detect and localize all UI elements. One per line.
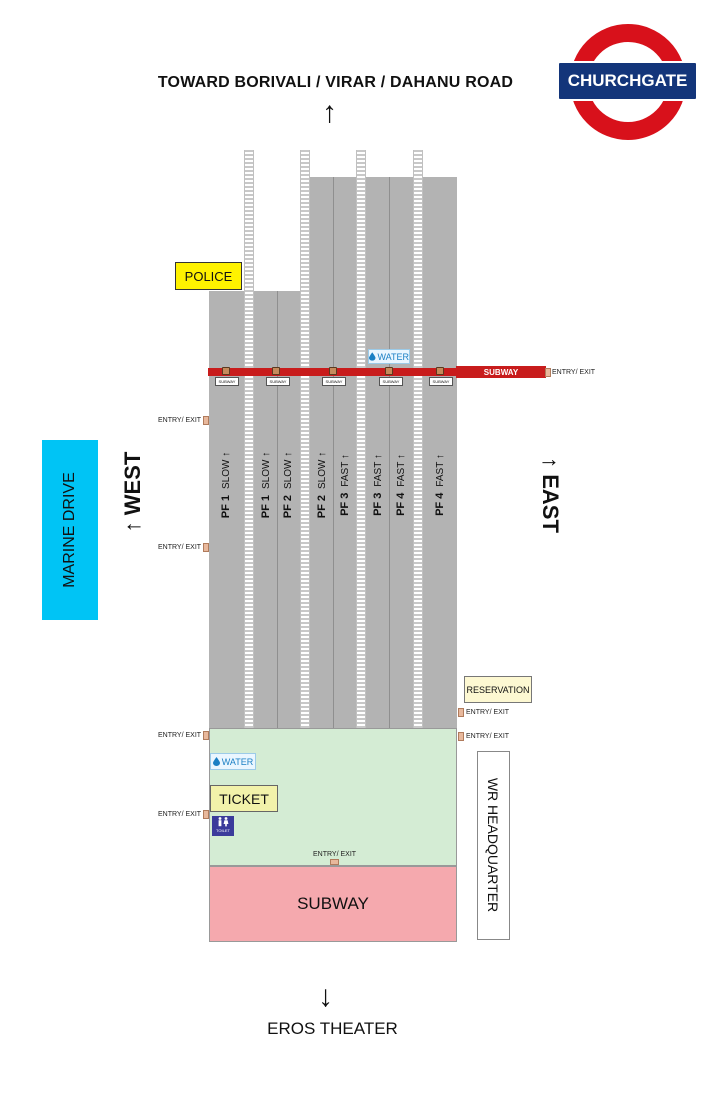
platform-label: PF 1SLOW ↑: [260, 451, 272, 519]
west-direction-label: ↑ WEST: [120, 451, 145, 533]
platform-divider: [333, 177, 334, 728]
subway-stair-tag: SUBWAY: [215, 377, 239, 386]
person-icon: [272, 367, 280, 375]
east-direction-label: ↑ EAST: [538, 457, 563, 533]
toilet: TOILET: [212, 816, 234, 836]
platform-east-pf4: [423, 177, 457, 728]
platform-west-pf1: [209, 291, 244, 728]
up-arrow-icon: ↑: [322, 96, 337, 129]
down-arrow-icon: ↓: [318, 980, 333, 1013]
wr-headquarter-box: [477, 751, 510, 940]
subway-stair-tag: SUBWAY: [266, 377, 290, 386]
platform-label: PF 2SLOW ↑: [282, 451, 294, 519]
platform-divider: [277, 291, 278, 728]
door-icon: [458, 732, 464, 741]
door-icon: [545, 368, 551, 377]
entry-exit-label: ENTRY/ EXIT: [552, 369, 596, 376]
subway-stair-tag: SUBWAY: [429, 377, 453, 386]
person-icon: [385, 367, 393, 375]
track-3: [356, 150, 366, 728]
entry-exit-label: ENTRY/ EXIT: [158, 544, 202, 551]
person-icon: [329, 367, 337, 375]
entry-exit-label: ENTRY/ EXIT: [466, 733, 510, 740]
reservation-office: RESERVATION: [464, 676, 532, 703]
platform-label: PF 2SLOW ↑: [316, 451, 328, 519]
north-direction-label: TOWARD BORIVALI / VIRAR / DAHANU ROAD: [157, 74, 514, 91]
toilet-label: TOILET: [216, 828, 230, 833]
subway-area: SUBWAY: [209, 866, 457, 942]
platform-label: PF 1SLOW ↑: [220, 451, 232, 519]
water-point: WATER: [368, 349, 410, 364]
wr-headquarter-label: WR HEADQUARTER: [485, 777, 501, 913]
subway-crossing: [208, 368, 548, 376]
door-icon: [203, 731, 209, 740]
entry-exit-label: ENTRY/ EXIT: [158, 417, 202, 424]
platform-label: PF 3FAST ↑: [339, 454, 351, 516]
platform-divider: [389, 177, 390, 728]
person-icon: [436, 367, 444, 375]
entry-exit-label: ENTRY/ EXIT: [313, 851, 357, 858]
water-drop-icon: [369, 352, 376, 361]
track-1: [244, 150, 254, 728]
marine-drive-label: MARINE DRIVE: [61, 472, 78, 588]
door-icon: [203, 416, 209, 425]
entry-exit-label: ENTRY/ EXIT: [158, 732, 202, 739]
ticket-counter: TICKET: [210, 785, 278, 812]
marine-drive-area: [42, 440, 98, 620]
track-4: [413, 150, 423, 728]
toilet-icon: [218, 817, 229, 827]
door-icon: [203, 810, 209, 819]
person-icon: [222, 367, 230, 375]
water-point: WATER: [210, 753, 256, 770]
water-drop-icon: [212, 757, 220, 766]
door-icon: [330, 859, 339, 865]
station-logo: CHURCHGATE: [557, 61, 698, 101]
subway-label: SUBWAY: [456, 366, 546, 378]
door-icon: [203, 543, 209, 552]
door-icon: [458, 708, 464, 717]
track-2: [300, 150, 310, 728]
entry-exit-label: ENTRY/ EXIT: [158, 811, 202, 818]
platform-label: PF 4FAST ↑: [434, 454, 446, 516]
subway-stair-tag: SUBWAY: [322, 377, 346, 386]
platform-label: PF 4FAST ↑: [395, 454, 407, 516]
south-direction-label: EROS THEATER: [267, 1019, 398, 1038]
subway-stair-tag: SUBWAY: [379, 377, 403, 386]
police-booth: POLICE: [175, 262, 242, 290]
entry-exit-label: ENTRY/ EXIT: [466, 709, 510, 716]
platform-label: PF 3FAST ↑: [372, 454, 384, 516]
